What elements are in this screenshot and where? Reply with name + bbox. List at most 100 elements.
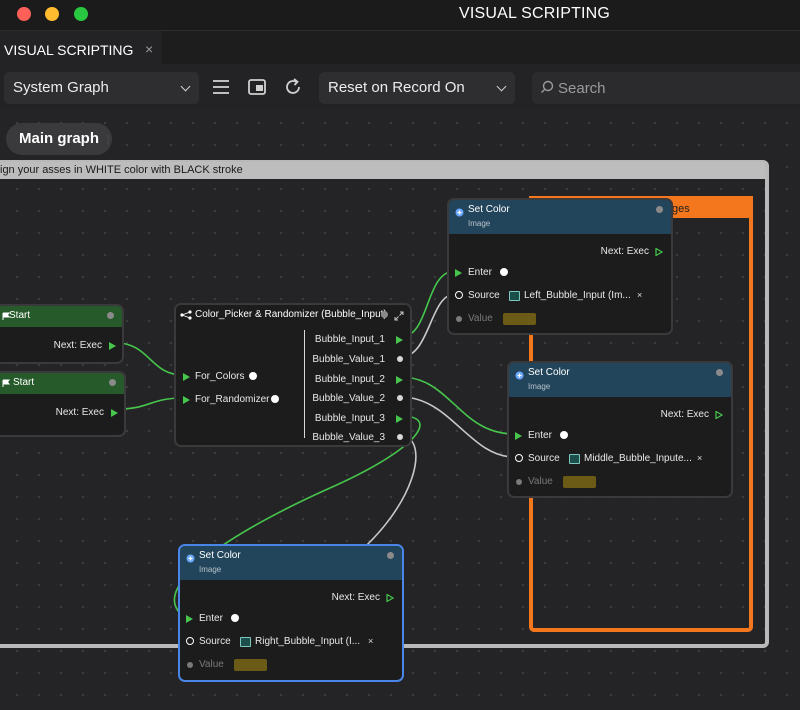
next-exec-label: Next: Exec	[660, 409, 709, 420]
node-title: Start	[9, 310, 31, 321]
node-start-1[interactable]: Start Next: Exec	[0, 304, 124, 364]
exec-output-pin[interactable]	[386, 594, 394, 602]
source-value[interactable]: Right_Bubble_Input (I...	[255, 636, 361, 647]
exec-input-pin[interactable]	[515, 432, 522, 440]
list-icon[interactable]	[211, 77, 231, 97]
tab-close-icon[interactable]: ×	[145, 41, 154, 57]
exec-input-pin[interactable]	[186, 615, 193, 623]
source-label: Source	[199, 636, 231, 647]
refresh-icon[interactable]	[283, 77, 303, 97]
flag-icon	[2, 379, 10, 387]
tab-visual-scripting[interactable]: VISUAL SCRIPTING ×	[0, 31, 162, 65]
value-input-pin[interactable]	[187, 662, 193, 668]
value-input-pin[interactable]	[456, 316, 462, 322]
node-start-2[interactable]: Start Next: Exec	[0, 371, 126, 437]
node-header	[0, 306, 122, 327]
source-label: Source	[528, 453, 560, 464]
node-header	[449, 200, 671, 234]
data-output-pin[interactable]	[397, 434, 403, 440]
image-icon	[240, 637, 251, 647]
maximize-window-button[interactable]	[74, 7, 88, 21]
subgraph-icon	[180, 310, 192, 320]
source-value[interactable]: Left_Bubble_Input (Im...	[524, 290, 631, 301]
enter-pin[interactable]	[560, 431, 568, 439]
picture-in-picture-icon[interactable]	[247, 77, 267, 97]
for-colors-pin[interactable]	[249, 372, 257, 380]
value-label: Value	[199, 659, 224, 670]
node-title: Color_Picker & Randomizer (Bubble_Input)	[195, 309, 387, 320]
graph-select[interactable]: System Graph	[4, 72, 199, 104]
node-header	[509, 363, 731, 397]
node-title: Set Color	[528, 367, 570, 378]
output-label: Bubble_Input_2	[314, 374, 385, 385]
search-input[interactable]	[558, 77, 788, 99]
graph-canvas[interactable]: Main graph ⟩ ign your asses in WHITE col…	[0, 108, 800, 710]
source-input-pin[interactable]	[455, 291, 463, 299]
next-exec-label: Next: Exec	[55, 407, 104, 418]
value-color-swatch[interactable]	[234, 659, 267, 671]
node-set-color-middle[interactable]: Set Color Image Next: Exec Enter Source …	[507, 361, 733, 498]
exec-output-pin[interactable]	[109, 342, 116, 350]
source-input-pin[interactable]	[186, 637, 194, 645]
chevron-down-icon	[180, 81, 191, 92]
node-subtitle: Image	[199, 565, 222, 574]
exec-output-pin[interactable]	[111, 409, 118, 417]
exec-output-pin[interactable]	[396, 336, 403, 344]
output-label: Bubble_Input_3	[314, 413, 385, 424]
value-label: Value	[528, 476, 553, 487]
next-exec-label: Next: Exec	[53, 340, 102, 351]
value-input-pin[interactable]	[516, 479, 522, 485]
chevron-down-icon	[496, 81, 507, 92]
data-output-pin[interactable]	[397, 395, 403, 401]
graph-select-value: System Graph	[13, 79, 109, 96]
breadcrumb-main-graph[interactable]: Main graph	[6, 123, 113, 155]
wire-picker-to-set2-enter	[400, 376, 515, 435]
next-exec-label: Next: Exec	[600, 246, 649, 257]
node-color-picker-randomizer[interactable]: Color_Picker & Randomizer (Bubble_Input)…	[174, 303, 412, 447]
exec-output-pin[interactable]	[715, 411, 723, 419]
exec-input-pin[interactable]	[183, 396, 190, 404]
enter-label: Enter	[528, 430, 552, 441]
value-label: Value	[468, 313, 493, 324]
node-set-color-left[interactable]: Set Color Image Next: Exec Enter Source …	[447, 198, 673, 335]
tab-label: VISUAL SCRIPTING	[4, 42, 134, 58]
value-color-swatch[interactable]	[503, 313, 536, 325]
clear-source-icon[interactable]: ×	[697, 453, 703, 463]
exec-output-pin[interactable]	[655, 248, 663, 256]
input-label-for-randomizer: For_Randomizer	[195, 394, 270, 405]
exec-input-pin[interactable]	[183, 373, 190, 381]
exec-input-pin[interactable]	[455, 269, 462, 277]
exec-output-pin[interactable]	[396, 376, 403, 384]
set-color-icon	[455, 208, 464, 217]
source-input-pin[interactable]	[515, 454, 523, 462]
search-box[interactable]	[532, 72, 800, 104]
node-title: Set Color	[468, 204, 510, 215]
comment-group-label: ign your asses in WHITE color with BLACK…	[0, 162, 765, 179]
close-window-button[interactable]	[17, 7, 31, 21]
node-title: Start	[13, 377, 35, 388]
wire-start1-to-picker	[115, 342, 184, 376]
node-status-dot	[387, 552, 394, 559]
clear-source-icon[interactable]: ×	[637, 290, 643, 300]
output-label: Bubble_Input_1	[314, 334, 385, 345]
wire-picker-to-set2-source	[400, 396, 515, 458]
reset-mode-select[interactable]: Reset on Record On	[319, 72, 515, 104]
node-set-color-right[interactable]: Set Color Image Next: Exec Enter Source …	[178, 544, 404, 682]
data-output-pin[interactable]	[397, 356, 403, 362]
source-value[interactable]: Middle_Bubble_Inpute...	[584, 453, 692, 464]
enter-pin[interactable]	[231, 614, 239, 622]
enter-label: Enter	[199, 613, 223, 624]
for-randomizer-pin[interactable]	[271, 395, 279, 403]
toolbar: System Graph Reset on Record On	[0, 64, 800, 108]
node-title: Set Color	[199, 550, 241, 561]
exec-output-pin[interactable]	[396, 415, 403, 423]
minimize-window-button[interactable]	[45, 7, 59, 21]
clear-source-icon[interactable]: ×	[368, 636, 374, 646]
node-divider	[304, 330, 305, 438]
expand-icon[interactable]	[394, 311, 404, 321]
enter-pin[interactable]	[500, 268, 508, 276]
image-icon	[569, 454, 580, 464]
output-label: Bubble_Value_3	[312, 432, 385, 443]
value-color-swatch[interactable]	[563, 476, 596, 488]
node-status-dot	[656, 206, 663, 213]
